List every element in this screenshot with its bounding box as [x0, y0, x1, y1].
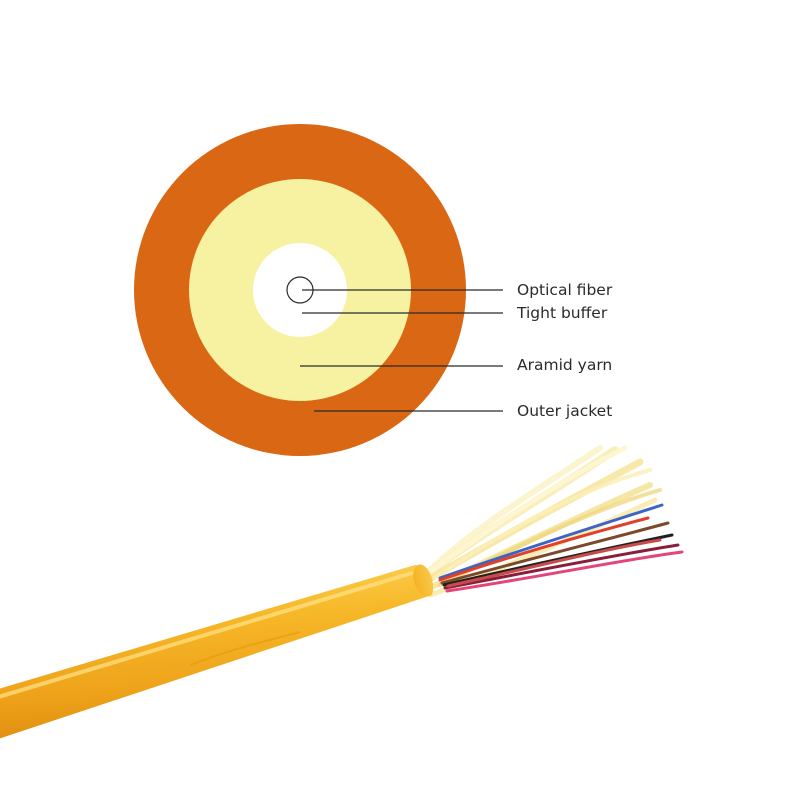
label-tight-buffer: Tight buffer [517, 303, 607, 323]
label-optical-fiber: Optical fiber [517, 280, 612, 300]
label-aramid-yarn: Aramid yarn [517, 355, 612, 375]
cable-highlight [0, 573, 412, 698]
cable-photo [0, 448, 682, 740]
cable-jacket [0, 565, 433, 740]
label-outer-jacket: Outer jacket [517, 401, 612, 421]
